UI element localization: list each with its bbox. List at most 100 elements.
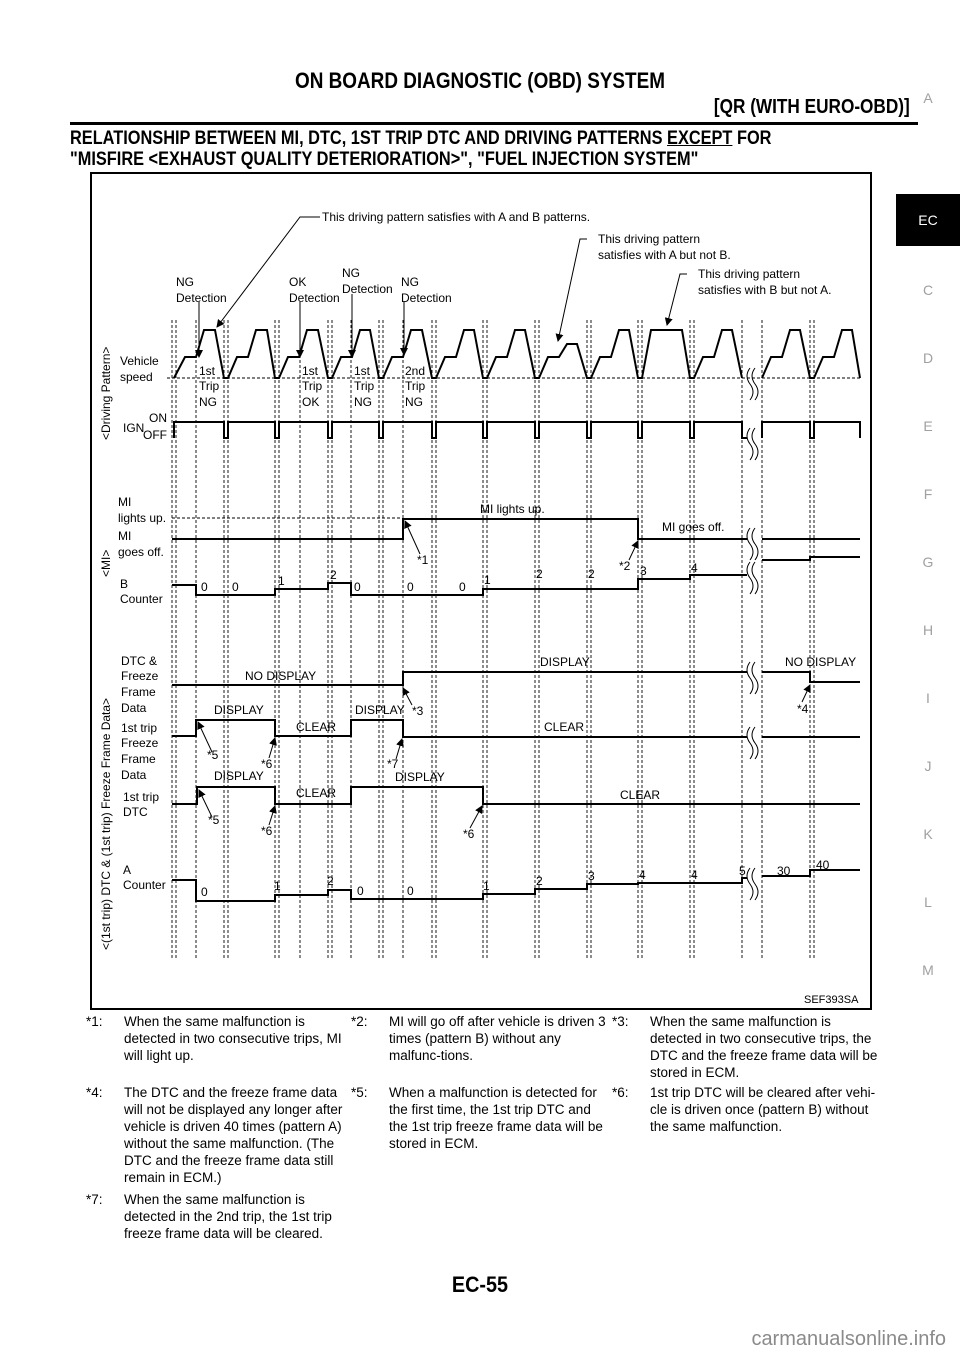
footnote-1: *1: When the same malfunction is detecte… bbox=[86, 1013, 348, 1064]
marker-6a: *6 bbox=[261, 757, 273, 771]
marker-5b: *5 bbox=[208, 813, 220, 827]
tab-g[interactable]: G bbox=[922, 554, 934, 570]
trip-3-sub: Trip bbox=[354, 379, 375, 393]
marker-4: *4 bbox=[797, 702, 809, 716]
row-label-dtc-1: DTC & bbox=[121, 654, 157, 668]
tab-h[interactable]: H bbox=[922, 622, 934, 638]
row-label-a-counter: Counter bbox=[123, 878, 166, 892]
tab-d[interactable]: D bbox=[922, 350, 934, 366]
tab-a[interactable]: A bbox=[923, 90, 933, 106]
callout-b-not-a-line2: satisfies with B but not A. bbox=[698, 283, 831, 297]
row-label-tffd-2: Freeze bbox=[121, 736, 159, 750]
detection-2-sub: Detection bbox=[289, 291, 340, 305]
footnote-text: 1st trip DTC will be cleared after vehi-… bbox=[650, 1085, 876, 1134]
b-counter-value: 2 bbox=[330, 568, 337, 582]
a-counter-value: 3 bbox=[588, 869, 595, 883]
tab-e[interactable]: E bbox=[923, 418, 933, 434]
b-counter-value: 2 bbox=[588, 567, 595, 581]
trip-ffd-trace bbox=[172, 719, 860, 738]
a-counter-value: 0 bbox=[407, 884, 414, 898]
b-counter-value: 2 bbox=[536, 567, 543, 581]
detection-4-label: NG bbox=[401, 275, 419, 289]
footnote-6: *6: 1st trip DTC will be cleared after v… bbox=[612, 1084, 880, 1135]
trip-2-label: 1st bbox=[302, 364, 319, 378]
marker-7: *7 bbox=[387, 757, 399, 771]
trip-1-label: 1st bbox=[199, 364, 216, 378]
state-display-tdtc-2: DISPLAY bbox=[395, 770, 445, 784]
row-label-speed: speed bbox=[120, 370, 153, 384]
row-label-dtc-3: Frame bbox=[121, 685, 156, 699]
state-display-tffd-2: DISPLAY bbox=[355, 703, 405, 717]
trip-4-label: 2nd bbox=[405, 364, 425, 378]
page-number: EC-55 bbox=[451, 1272, 509, 1297]
footnote-key: *1: bbox=[86, 1014, 103, 1029]
state-display-tffd-1: DISPLAY bbox=[214, 703, 264, 717]
page-header-title: ON BOARD DIAGNOSTIC (OBD) SYSTEM bbox=[294, 68, 665, 93]
state-clear-tdtc-2: CLEAR bbox=[620, 788, 660, 802]
footnote-text: When the same malfunction is detected in… bbox=[650, 1014, 878, 1080]
watermark: carmanualsonline.info bbox=[751, 1328, 946, 1350]
vehicle-speed-trace bbox=[173, 329, 861, 379]
footnote-key: *4: bbox=[86, 1085, 103, 1100]
tab-i[interactable]: I bbox=[926, 690, 930, 706]
tab-c[interactable]: C bbox=[922, 282, 934, 298]
footnote-5: *5: When a malfunction is detected for t… bbox=[351, 1084, 611, 1152]
footnote-text: MI will go off after vehicle is driven 3… bbox=[389, 1014, 606, 1063]
footnote-text: The DTC and the freeze frame data will n… bbox=[124, 1085, 343, 1185]
a-counter-value: 4 bbox=[639, 868, 646, 882]
b-counter-value: 0 bbox=[354, 580, 361, 594]
trip-2-result: OK bbox=[302, 395, 319, 409]
tab-m[interactable]: M bbox=[922, 962, 934, 978]
callout-a-not-b-line1: This driving pattern bbox=[598, 232, 700, 246]
footnote-text: When the same malfunction is detected in… bbox=[124, 1014, 342, 1063]
b-counter-value: 0 bbox=[459, 580, 466, 594]
b-counter-trace bbox=[172, 556, 860, 596]
section-title-line2: "MISFIRE <EXHAUST QUALITY DETERIORATION>… bbox=[70, 149, 699, 170]
state-clear-tdtc-1: CLEAR bbox=[296, 786, 336, 800]
tab-ec[interactable]: EC bbox=[896, 194, 960, 246]
row-label-tdtc-1: 1st trip bbox=[123, 790, 159, 804]
section-title: RELATIONSHIP BETWEEN MI, DTC, 1ST TRIP D… bbox=[70, 128, 810, 170]
footnote-key: *5: bbox=[351, 1085, 368, 1100]
row-label-mi-up-2: lights up. bbox=[118, 511, 166, 525]
callout-ab-patterns: This driving pattern satisfies with A an… bbox=[322, 210, 590, 224]
tab-l[interactable]: L bbox=[924, 894, 932, 910]
row-label-vehicle: Vehicle bbox=[120, 354, 159, 368]
row-label-b-counter: Counter bbox=[120, 592, 163, 606]
footnote-key: *6: bbox=[612, 1085, 629, 1100]
ign-trace bbox=[173, 421, 861, 439]
figure-id: SEF393SA bbox=[804, 994, 859, 1006]
a-counter-value: 5 bbox=[739, 864, 746, 878]
section-title-part1: RELATIONSHIP BETWEEN MI, DTC, 1ST TRIP D… bbox=[70, 128, 668, 149]
b-counter-value: 4 bbox=[691, 561, 698, 575]
row-label-tffd-3: Frame bbox=[121, 752, 156, 766]
state-clear-tffd-2: CLEAR bbox=[544, 720, 584, 734]
row-label-dtc-2: Freeze bbox=[121, 669, 159, 683]
tab-f[interactable]: F bbox=[923, 486, 933, 502]
a-counter-value: 40 bbox=[816, 858, 830, 872]
tab-k[interactable]: K bbox=[923, 826, 933, 842]
group-label-driving-pattern: <Driving Pattern> bbox=[99, 347, 113, 440]
state-display-dtc: DISPLAY bbox=[540, 655, 590, 669]
detection-3-sub: Detection bbox=[342, 282, 393, 296]
callout-b-not-a-line1: This driving pattern bbox=[698, 267, 800, 281]
trip-1-result: NG bbox=[199, 395, 217, 409]
callout-a-not-b-line2: satisfies with A but not B. bbox=[598, 248, 731, 262]
tab-j[interactable]: J bbox=[924, 758, 932, 774]
footnote-7: *7: When the same malfunction is detecte… bbox=[86, 1191, 348, 1242]
state-display-tdtc-1: DISPLAY bbox=[214, 769, 264, 783]
trip-2-sub: Trip bbox=[302, 379, 323, 393]
footnote-key: *3: bbox=[612, 1014, 629, 1029]
row-label-a: A bbox=[123, 863, 131, 877]
footnote-3: *3: When the same malfunction is detecte… bbox=[612, 1013, 880, 1081]
a-counter-value: 2 bbox=[327, 874, 334, 888]
row-label-ign: IGN bbox=[123, 421, 144, 435]
state-clear-tffd-1: CLEAR bbox=[296, 720, 336, 734]
row-label-tdtc-2: DTC bbox=[123, 805, 148, 819]
detection-2-label: OK bbox=[289, 275, 306, 289]
a-counter-value: 1 bbox=[274, 879, 281, 893]
b-counter-value: 0 bbox=[232, 580, 239, 594]
row-label-tffd-4: Data bbox=[121, 768, 147, 782]
a-counter-trace bbox=[172, 869, 860, 902]
